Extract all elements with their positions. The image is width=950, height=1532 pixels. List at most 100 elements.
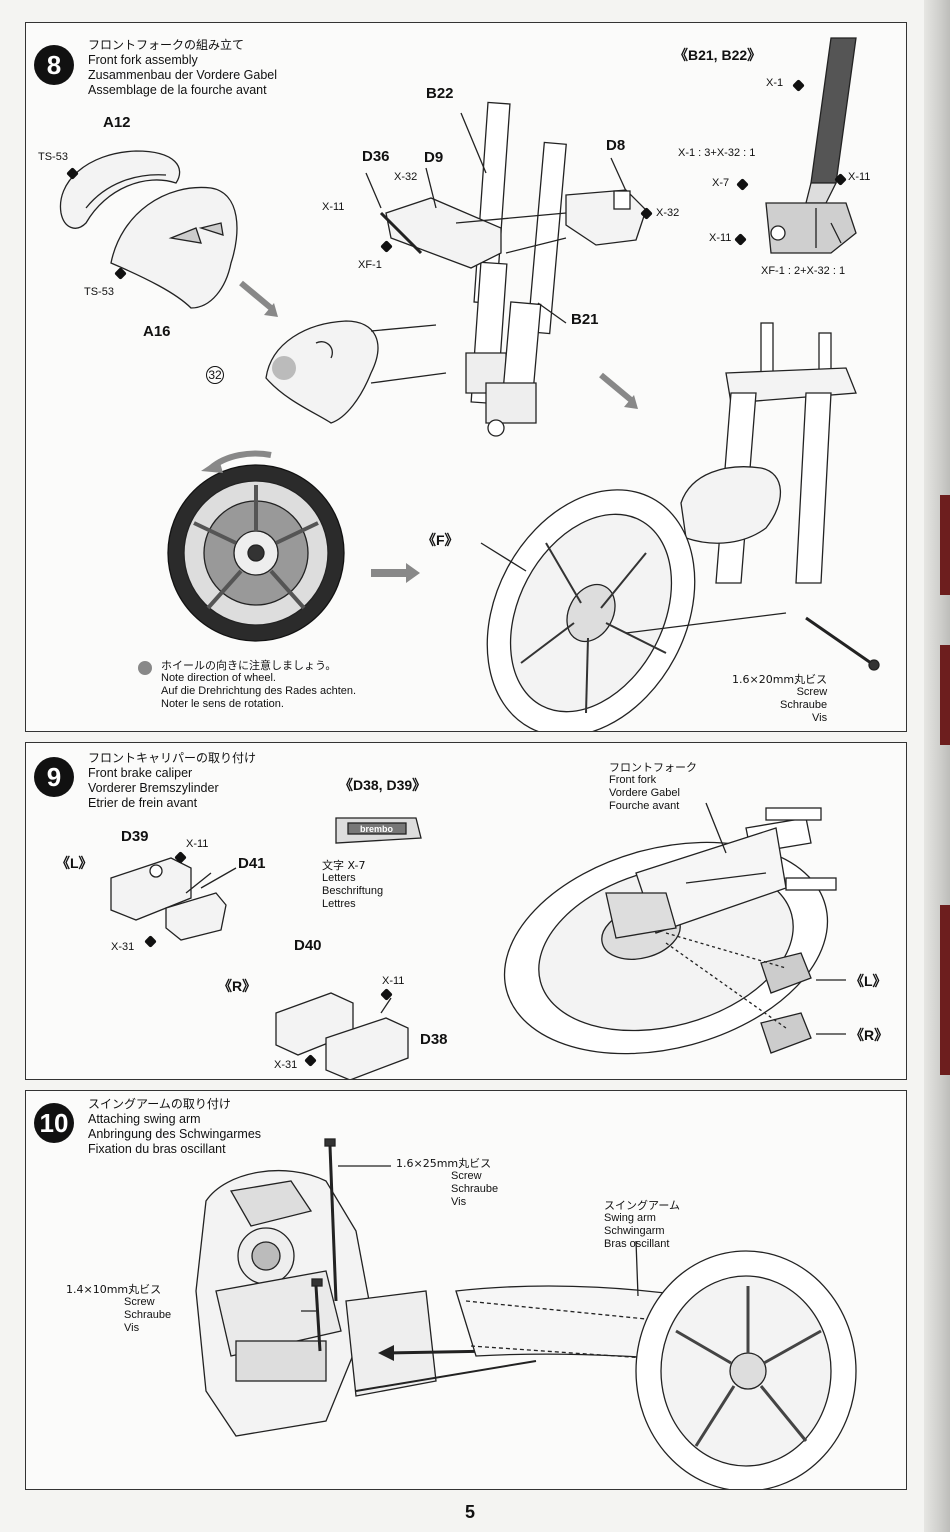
paint-label: X-32 [656, 207, 680, 219]
fork-jp: フロントフォーク [609, 761, 697, 774]
part-label-d8: D8 [606, 137, 626, 154]
side-tag-left: 《L》 [56, 855, 93, 871]
part-label-b21: B21 [571, 311, 599, 328]
letters-jp: 文字 X-7 [322, 859, 366, 872]
edge-color-tab [940, 645, 950, 745]
step-title-jp: フロントフォークの組み立て [88, 38, 245, 52]
step-title-de: Zusammenbau der Vordere Gabel [88, 68, 277, 82]
page-number: 5 [465, 1502, 476, 1522]
short-screw-callout: 1.4×10mm丸ビス Screw Schraube Vis [66, 1283, 171, 1335]
front-fork-assembly-illustration [59, 37, 880, 731]
step-title-de: Vorderer Bremszylinder [88, 781, 219, 795]
letters-en: Letters [322, 872, 356, 884]
screw-size: 1.4×10mm丸ビス [66, 1283, 162, 1296]
step-8-panel: 8 フロントフォークの組み立て Front fork assembly Zusa… [25, 22, 907, 732]
screw-label: Screw [451, 1170, 482, 1182]
part-label-b22: B22 [426, 85, 454, 102]
step-number-badge: 9 [34, 757, 74, 797]
letters-callout: 文字 X-7 Letters Beschriftung Lettres [322, 859, 383, 911]
note-en: Note direction of wheel. [161, 672, 276, 684]
paint-label: XF-1 [358, 259, 382, 271]
fork-en: Front fork [609, 774, 657, 786]
swing-arm-jp: スイングアーム [604, 1199, 681, 1212]
step-title-en: Front fork assembly [88, 53, 198, 67]
wheel-marker-f: 《F》 [422, 532, 459, 548]
paint-mix-label: XF-1 : 2+X-32 : 1 [761, 265, 846, 277]
front-fork-callout: フロントフォーク Front fork Vordere Gabel Fourch… [609, 761, 697, 813]
step-title-jp: スイングアームの取り付け [88, 1097, 231, 1111]
step-number-badge: 8 [34, 45, 74, 85]
swing-arm-fr: Bras oscillant [604, 1238, 670, 1250]
step-title-en: Attaching swing arm [88, 1112, 201, 1126]
part-label-d9: D9 [424, 149, 444, 166]
step-9-panel: 9 フロントキャリパーの取り付け Front brake caliper Vor… [25, 742, 907, 1080]
step-title-block: フロントキャリパーの取り付け Front brake caliper Vorde… [88, 751, 256, 811]
paint-label: X-1 [766, 77, 784, 89]
swing-arm-de: Schwingarm [604, 1225, 665, 1237]
screw-label: Vis [812, 712, 828, 724]
screw-label: Schraube [124, 1309, 172, 1321]
step-title-block: スイングアームの取り付け Attaching swing arm Anbring… [88, 1097, 261, 1157]
part-label-a16: A16 [143, 323, 171, 340]
swing-arm-illustration [195, 1138, 857, 1489]
paint-label: X-11 [709, 232, 732, 244]
fork-de: Vordere Gabel [609, 787, 680, 799]
screw-label: Vis [124, 1322, 140, 1334]
paint-mix-label: X-1 : 3+X-32 : 1 [678, 147, 756, 159]
screw-callout: 1.6×20mm丸ビス Screw Schraube Vis [732, 673, 827, 725]
part-label-d40: D40 [294, 937, 322, 954]
edge-color-tab [940, 495, 950, 595]
wheel-direction-note: ホイールの向きに注意しましょう。 Note direction of wheel… [161, 659, 356, 711]
step-number: 10 [39, 1107, 69, 1138]
step-title-block: フロントフォークの組み立て Front fork assembly Zusamm… [88, 38, 277, 98]
screw-label: Screw [124, 1296, 155, 1308]
part-label-d41: D41 [238, 855, 266, 872]
letters-fr: Lettres [322, 898, 356, 910]
page-binding-edge [924, 0, 950, 1532]
decal-number: 32 [206, 366, 224, 384]
screw-label: Schraube [451, 1183, 499, 1195]
note-de: Auf die Drehrichtung des Rades achten. [161, 685, 357, 697]
paint-label: X-11 [382, 975, 405, 987]
step-title-de: Anbringung des Schwingarmes [88, 1127, 262, 1141]
screw-size: 1.6×20mm丸ビス [732, 673, 828, 686]
swing-arm-en: Swing arm [604, 1212, 656, 1224]
fork-fr: Fourche avant [609, 800, 680, 812]
swing-arm-callout: スイングアーム Swing arm Schwingarm Bras oscill… [604, 1199, 680, 1251]
step-title-jp: フロントキャリパーの取り付け [88, 751, 257, 765]
brake-caliper-illustration [110, 802, 846, 1079]
step-title-fr: Etrier de frein avant [88, 796, 198, 810]
screw-label: Vis [451, 1196, 467, 1208]
step-title-en: Front brake caliper [88, 766, 193, 780]
screw-label: Schraube [780, 699, 828, 711]
caliper-callout-right: 《R》 [850, 1027, 889, 1043]
part-label-d39: D39 [121, 828, 149, 845]
brembo-decal: brembo [360, 824, 394, 834]
note-jp: ホイールの向きに注意しましょう。 [161, 659, 337, 672]
paint-label: X-31 [274, 1059, 298, 1071]
step-title-fr: Assemblage de la fourche avant [88, 83, 267, 97]
paint-label: X-11 [848, 171, 871, 183]
paint-label: X-11 [322, 201, 345, 213]
paint-label: X-7 [712, 177, 730, 189]
paint-label: X-32 [394, 171, 418, 183]
note-fr: Noter le sens de rotation. [161, 698, 284, 710]
part-label-d36: D36 [362, 148, 390, 165]
detail-title: 《B21, B22》 [674, 47, 762, 63]
screw-label: Screw [796, 686, 828, 698]
paint-label: TS-53 [38, 151, 68, 163]
paint-label: X-31 [111, 941, 135, 953]
screw-size: 1.6×25mm丸ビス [396, 1157, 492, 1170]
step-10-panel: 10 スイングアームの取り付け Attaching swing arm Anbr… [25, 1090, 907, 1490]
caliper-callout-left: 《L》 [850, 973, 887, 989]
step-title-fr: Fixation du bras oscillant [88, 1142, 226, 1156]
step-number: 9 [46, 761, 62, 792]
part-label-d38: D38 [420, 1031, 448, 1048]
paint-label: X-11 [186, 838, 209, 850]
step-number-badge: 10 [34, 1103, 74, 1143]
paint-label: TS-53 [84, 286, 114, 298]
detail-title: 《D38, D39》 [339, 777, 427, 793]
step-number: 8 [46, 49, 62, 80]
letters-de: Beschriftung [322, 885, 384, 897]
